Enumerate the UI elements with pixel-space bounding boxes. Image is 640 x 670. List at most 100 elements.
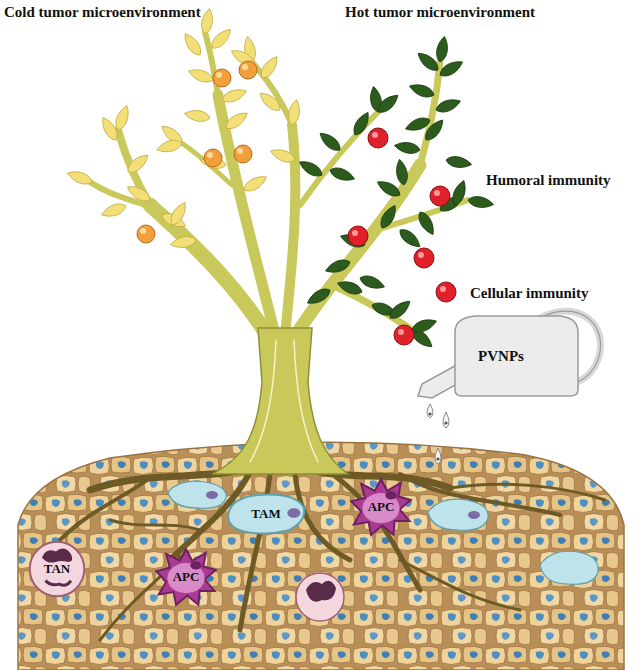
extra-immune-cells-part [168, 481, 226, 508]
yellow-leaves-part [167, 200, 189, 228]
orange-apples-part [137, 225, 155, 243]
tumor-cell-mass [18, 442, 624, 670]
green-leaves-part [415, 49, 442, 74]
yellow-leaves-part [200, 7, 215, 34]
water-drops-part [444, 421, 447, 424]
red-apples-part [418, 252, 424, 258]
tree-branches-part [90, 182, 152, 207]
orange-apples-part [207, 152, 213, 158]
tree-branches-part [180, 142, 232, 185]
yellow-leaves-part [169, 235, 196, 250]
extra-immune-cells-part [428, 499, 488, 530]
orange-apples-part [239, 61, 257, 79]
yellow-leaves-part [220, 86, 248, 105]
cell-name: APC [368, 500, 395, 514]
red-apples-part [434, 190, 440, 196]
cell-name: TAN [44, 562, 70, 576]
apc-cell-shape-part [351, 479, 411, 535]
yellow-leaves-part [125, 182, 153, 204]
tree-branches-part [420, 62, 440, 165]
apc-cell-shape-part [385, 491, 396, 499]
red-apples-part [352, 230, 358, 236]
apc-cell-shape-part [156, 549, 216, 605]
yellow-leaves-part [257, 89, 284, 114]
tree-branches-part [218, 95, 275, 335]
agent-name: PVNPs [478, 348, 524, 365]
orange-apples-part [216, 72, 222, 78]
tree-roots-part [450, 484, 605, 500]
watering-can-part [455, 316, 578, 396]
yellow-leaves-part [156, 138, 184, 155]
red-apples-part [430, 186, 450, 206]
tree-roots-part [400, 560, 520, 610]
tam-cell-shape-part [228, 495, 304, 534]
orange-apples-part [213, 69, 231, 87]
green-leaves-part [410, 316, 438, 335]
green-leaves-part [297, 157, 325, 179]
extra-immune-cells-part [540, 551, 598, 584]
green-leaves-part [317, 129, 344, 154]
water-drops-part [428, 412, 431, 415]
cell-name: TAM [251, 507, 280, 521]
water-drops-part [436, 457, 439, 460]
orange-apples-part [242, 64, 248, 70]
trunk-highlights-part [294, 340, 318, 462]
yellow-leaves-part [287, 98, 302, 125]
orange-apples-part [234, 145, 252, 163]
yellow-leaves-part [187, 66, 215, 85]
green-leaves-part [305, 285, 333, 307]
tam-cell: TAM [225, 490, 307, 538]
yellow-leaves-part [183, 108, 210, 123]
orange-apples-part [140, 228, 146, 234]
tam-cell-shape-part [287, 508, 300, 518]
red-apples-part [348, 226, 368, 246]
tree-branches-part [296, 165, 420, 335]
green-leaves-part [445, 155, 472, 170]
green-leaves-part [422, 117, 447, 144]
tree-branches [90, 32, 468, 340]
green-leaves-part [377, 203, 399, 231]
side-heading: Hot tumor microenvironment [345, 3, 535, 21]
cell-name: APC [173, 570, 200, 584]
red-apples-part [394, 325, 414, 345]
yellow-leaves-part [98, 115, 120, 143]
green-leaves-part [394, 158, 409, 185]
orange-apples [137, 61, 257, 243]
yellow-leaves-part [113, 104, 132, 132]
red-apples-part [372, 132, 378, 138]
yellow-leaves-part [100, 201, 128, 220]
yellow-leaves-part [269, 146, 297, 165]
green-leaves-part [387, 297, 414, 322]
can-label-area: PVNPs [466, 343, 536, 370]
green-leaves-part [375, 91, 402, 116]
water-drops-part [427, 404, 433, 418]
red-apples-part [440, 286, 446, 292]
yellow-leaves-part [258, 54, 282, 81]
water-drops-part [435, 448, 441, 464]
green-leaves-part [358, 273, 386, 292]
immunity-label: Cellular immunity [470, 284, 588, 302]
water-drops-part [443, 412, 449, 428]
tree-roots [60, 470, 605, 640]
tree-roots-part [110, 520, 200, 530]
immunity-label: Humoral immunity [486, 171, 611, 189]
yellow-leaves-part [223, 109, 250, 133]
green-leaves-part [467, 195, 494, 210]
green-leaves-part [336, 278, 364, 297]
green-leaves-part [434, 96, 462, 115]
tan-cell-shape-part [45, 581, 71, 586]
green-leaves-part [328, 165, 356, 184]
apc-cell-shape-part [190, 561, 201, 569]
trunk-highlights-part [250, 340, 276, 462]
green-leaves-part [324, 257, 352, 276]
extra-immune-cells-part [468, 511, 480, 519]
tree-roots-part [60, 478, 150, 540]
green-leaves-part [408, 81, 436, 100]
extra-immune-cells-part [296, 573, 344, 621]
red-apples-part [436, 282, 456, 302]
apc-cell: APC [350, 478, 412, 536]
tree-roots-part [400, 474, 560, 515]
yellow-leaves-part [181, 31, 205, 58]
watering-can [418, 311, 601, 398]
